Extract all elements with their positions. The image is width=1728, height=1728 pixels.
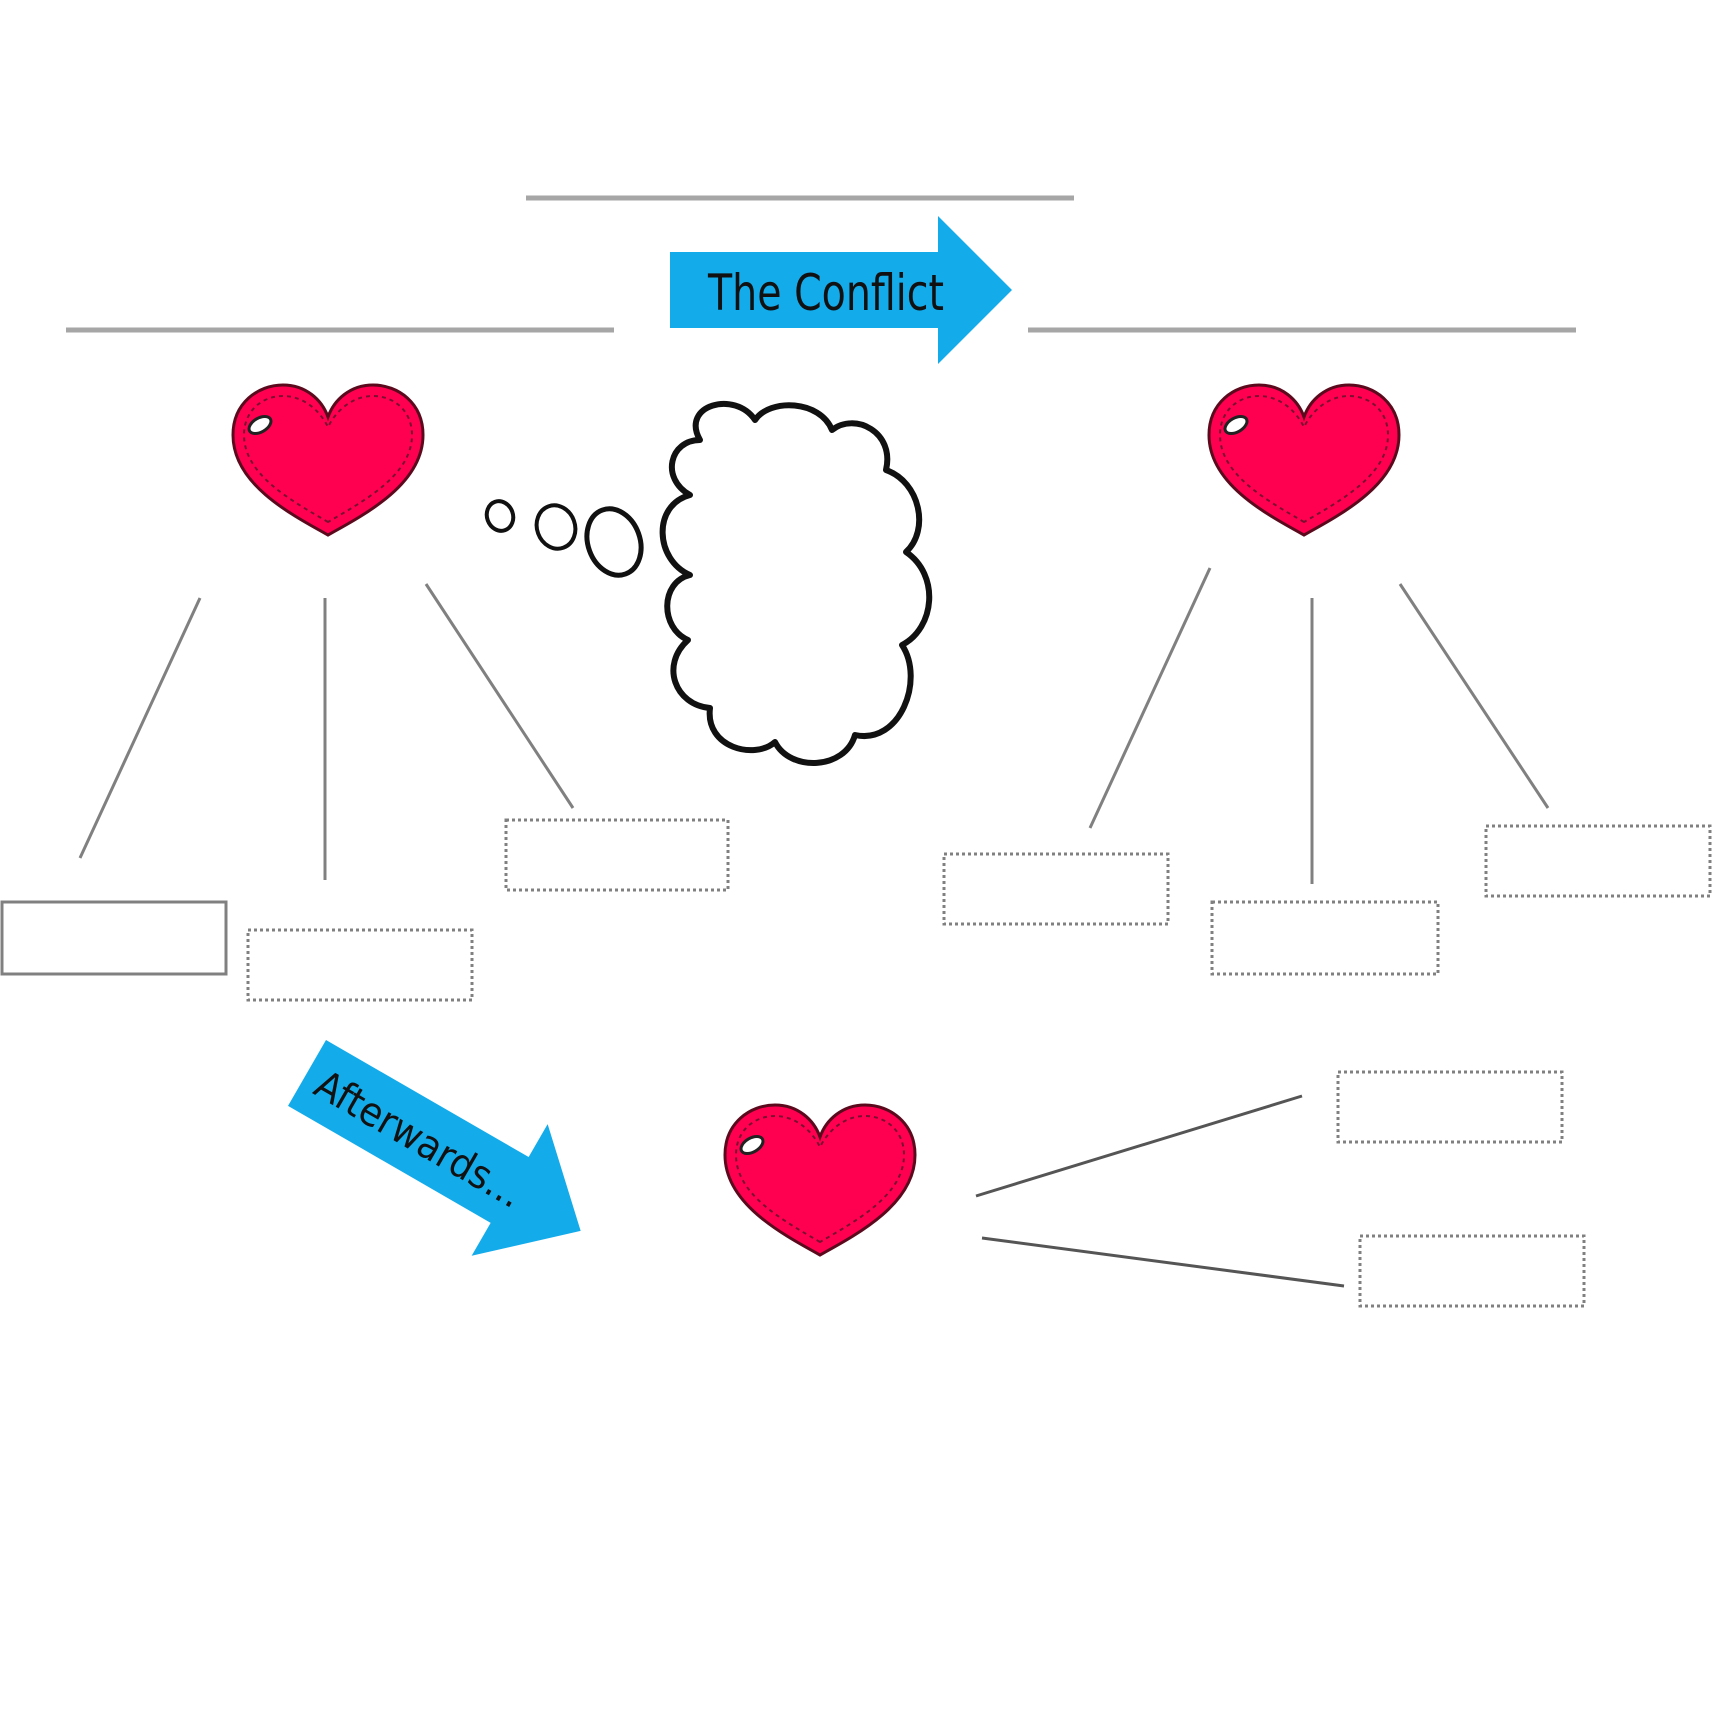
left-connector-line	[78, 597, 202, 859]
afterwards-arrow: Afterwards...	[288, 1040, 581, 1256]
conflict-arrow-shape	[670, 216, 1012, 364]
bottom-heart-icon	[723, 1103, 917, 1257]
left-connector-line	[424, 583, 575, 809]
left-answer-box-3[interactable]	[504, 818, 730, 892]
right-answer-box-2[interactable]	[1210, 900, 1440, 976]
right-connector-line	[1088, 567, 1212, 829]
bottom-answer-box-2[interactable]	[1358, 1234, 1586, 1308]
afterwards-arrow-shape	[288, 1040, 581, 1256]
right-heart-icon	[1207, 383, 1401, 537]
left-heart-icon	[231, 383, 425, 537]
right-answer-box-1[interactable]	[942, 852, 1170, 926]
left-answer-box-2[interactable]	[246, 928, 474, 1002]
thought-cloud-icon	[659, 401, 933, 766]
conflict-arrow-label: The Conflict	[707, 264, 944, 322]
conflict-arrow: The Conflict	[670, 216, 1012, 364]
right-answer-box-3[interactable]	[1484, 824, 1712, 898]
thought-bubbles-icon	[484, 499, 644, 578]
bottom-answer-box-1[interactable]	[1336, 1070, 1564, 1144]
left-answer-box-1[interactable]	[0, 900, 228, 976]
right-connector-line	[1398, 583, 1550, 809]
bottom-connector-line	[975, 1094, 1303, 1198]
bottom-connector-line	[981, 1236, 1345, 1288]
